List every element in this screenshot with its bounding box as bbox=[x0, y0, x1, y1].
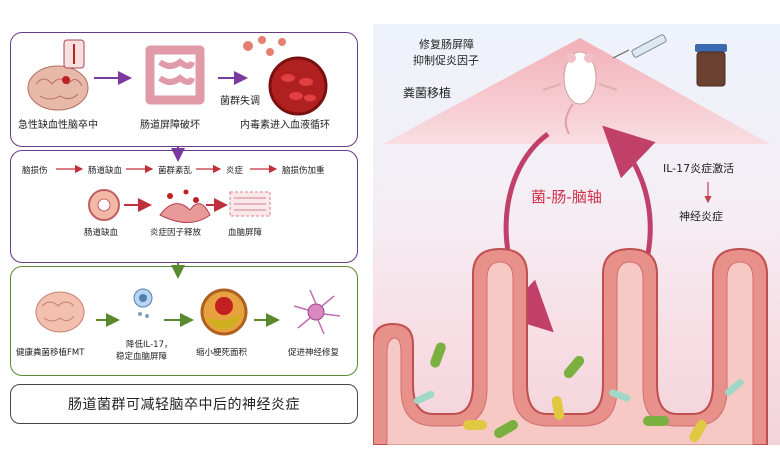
suppress-inflammation-text: 抑制促炎因子 bbox=[413, 54, 479, 67]
flow-step-1: 脑损伤 bbox=[22, 166, 48, 176]
cytokine-label: 炎症因子释放 bbox=[150, 228, 202, 238]
il17-text: IL-17炎症激活 bbox=[663, 162, 735, 175]
toxin-label: 内毒素进入血液循环 bbox=[240, 120, 330, 131]
brain-icon bbox=[27, 39, 89, 111]
dysbiosis-label: 菌群失调 bbox=[220, 96, 260, 107]
fmt-text: 粪菌移植 bbox=[403, 86, 452, 100]
bbb-icon bbox=[229, 191, 271, 217]
intestine-icon bbox=[145, 45, 205, 105]
immune-cell-icon bbox=[159, 189, 211, 223]
bbb-label: 血脑屏障 bbox=[228, 228, 263, 238]
right-graphics bbox=[373, 34, 770, 445]
brain-icon-healthy bbox=[35, 291, 85, 333]
bacteria-icon bbox=[243, 36, 286, 56]
flow-step-3: 菌群紊乱 bbox=[158, 166, 193, 176]
il17-line1: 降低IL-17， bbox=[126, 340, 173, 350]
flow-step-4: 炎症 bbox=[226, 166, 244, 176]
blood-vessel-icon bbox=[268, 56, 328, 116]
panel-gut-brain-injury bbox=[10, 150, 358, 263]
panel-fmt-treatment bbox=[10, 266, 358, 376]
gut-bacteria bbox=[413, 342, 744, 443]
axis-title: 菌-肠-脑轴 bbox=[531, 188, 602, 206]
vessel-cross-section-icon bbox=[88, 189, 120, 221]
stroke-label: 急性缺血性脑卒中 bbox=[18, 120, 98, 131]
repair-barrier-text: 修复肠屏障 bbox=[419, 38, 474, 51]
summary-box: 肠道菌群可减轻脑卒中后的神经炎症 bbox=[10, 384, 358, 424]
left-graphics bbox=[27, 36, 341, 336]
repair-label: 促进神经修复 bbox=[288, 348, 340, 358]
infarct-vessel-icon bbox=[200, 288, 248, 336]
syringe-icon bbox=[612, 34, 667, 59]
il17-line2: 稳定血脑屏障 bbox=[116, 352, 168, 362]
barrier-label: 肠道屏障破坏 bbox=[140, 120, 200, 131]
infarct-label: 缩小梗死面积 bbox=[196, 348, 248, 358]
flow-step-2: 肠道缺血 bbox=[88, 166, 123, 176]
immune-cell-icon-blue bbox=[133, 288, 153, 318]
fmt-label: 健康粪菌移植FMT bbox=[16, 348, 85, 358]
intestinal-villi bbox=[373, 247, 768, 445]
flow-step-5: 脑损伤加重 bbox=[282, 166, 325, 176]
ischemia-label: 肠道缺血 bbox=[84, 228, 119, 238]
neuroinflammation-text: 神经炎症 bbox=[679, 210, 723, 223]
gut-brain-axis-illustration: 修复肠屏障 抑制促炎因子 粪菌移植 菌-肠-脑轴 IL-17炎症激活 神经炎症 bbox=[373, 24, 780, 445]
mouse-icon bbox=[542, 51, 618, 135]
jar-icon bbox=[695, 44, 727, 87]
neuron-icon bbox=[293, 289, 341, 335]
summary-title: 肠道菌群可减轻脑卒中后的神经炎症 bbox=[68, 397, 300, 413]
